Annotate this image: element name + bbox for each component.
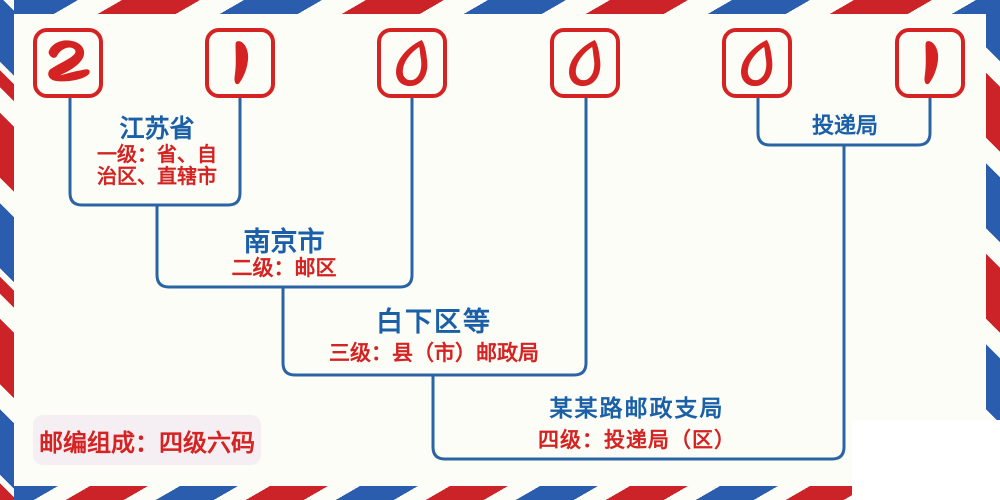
label-branch-name: 某某路邮政支局 bbox=[549, 396, 725, 421]
airmail-stripe-border-right bbox=[986, 0, 1000, 500]
badge-text: 邮编组成：四级六码 bbox=[39, 430, 255, 457]
digit-glyph-1 bbox=[924, 41, 939, 85]
postal-code-composition-badge: 邮编组成：四级六码 bbox=[33, 415, 261, 465]
label-branch-desc: 四级：投递局（区） bbox=[538, 428, 736, 452]
digit-glyph-0 bbox=[569, 39, 601, 87]
digit-glyph-0 bbox=[396, 39, 428, 87]
digit-glyph-0 bbox=[741, 39, 773, 87]
airmail-stripe-border-top bbox=[0, 0, 1000, 14]
digit-box-3 bbox=[377, 28, 447, 98]
digit-box-6 bbox=[895, 28, 965, 98]
digit-glyph-1 bbox=[234, 41, 249, 85]
airmail-stripe-border-left bbox=[0, 0, 14, 500]
label-district-name: 白下区等 bbox=[376, 307, 492, 337]
label-province-desc: 一级：省、自 治区、直辖市 bbox=[97, 144, 217, 188]
label-province-desc-line2: 治区、直辖市 bbox=[97, 166, 217, 188]
digit-box-2 bbox=[205, 28, 275, 98]
bottom-right-white-patch bbox=[852, 420, 1000, 500]
digit-box-4 bbox=[550, 28, 620, 98]
label-city-desc: 二级：邮区 bbox=[231, 256, 337, 280]
digit-box-1 bbox=[33, 28, 103, 98]
airmail-stripe-border-bottom bbox=[0, 486, 1000, 500]
label-province-name: 江苏省 bbox=[119, 116, 195, 143]
digit-glyph-2 bbox=[48, 40, 90, 82]
label-delivery-office: 投递局 bbox=[811, 113, 879, 138]
label-province-desc-line1: 一级：省、自 bbox=[97, 144, 217, 166]
digit-box-5 bbox=[722, 28, 792, 98]
label-district-desc: 三级：县（市）邮政局 bbox=[329, 341, 539, 365]
